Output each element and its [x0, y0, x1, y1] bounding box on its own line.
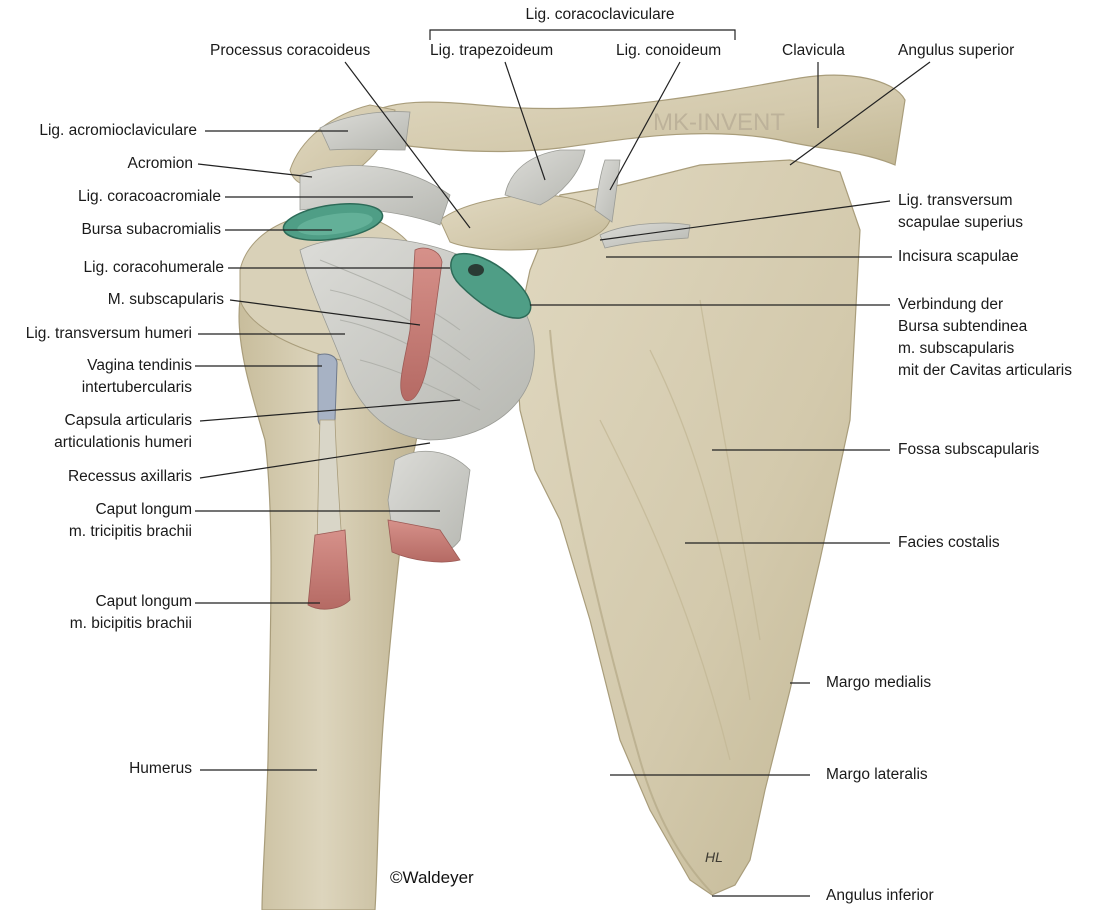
- label-trapezoideum: Lig. trapezoideum: [430, 42, 554, 59]
- leader-recessus: [199, 442, 431, 479]
- label-humerus: Humerus: [129, 760, 192, 777]
- label-angulus-inferior: Angulus inferior: [826, 887, 934, 904]
- label-clavicula: Clavicula: [782, 42, 845, 59]
- subtendinous-bursa-hole: [468, 264, 484, 276]
- label-coracohumerale: Lig. coracohumerale: [83, 259, 224, 276]
- scapula-shape: [514, 159, 861, 896]
- label-triceps-1: Caput longum: [95, 501, 192, 518]
- label-capsula-2: articulationis humeri: [54, 434, 192, 451]
- leader-subscapularis: [229, 299, 421, 326]
- label-subscapularis: M. subscapularis: [107, 291, 224, 308]
- leader-trapezoideum: [504, 61, 546, 181]
- label-coracoclaviculare: Lig. coracoclaviculare: [525, 6, 675, 23]
- clavicle-shape: [358, 74, 906, 166]
- triceps-muscle-stump: [387, 519, 461, 563]
- conoid-ligament: [594, 159, 621, 223]
- label-vagina-2: intertubercularis: [81, 379, 192, 396]
- label-verbindung-3: m. subscapularis: [898, 340, 1015, 357]
- label-margo-lateralis: Margo lateralis: [826, 766, 928, 783]
- label-verbindung-1: Verbindung der: [898, 296, 1004, 313]
- label-capsula-1: Capsula articularis: [64, 412, 193, 429]
- label-bursa-subacromialis: Bursa subacromialis: [81, 221, 221, 238]
- label-transv-scapulae-2: scapulae superius: [898, 214, 1023, 231]
- subscapularis-muscle: [400, 247, 443, 402]
- label-verbindung-2: Bursa subtendinea: [898, 318, 1028, 335]
- leader-transv-scapulae: [599, 200, 891, 241]
- scapula-fossa-lines: [599, 299, 761, 761]
- label-conoideum: Lig. conoideum: [616, 42, 722, 59]
- biceps-sheath: [317, 353, 338, 429]
- leader-acromion: [197, 163, 313, 178]
- leader-processus-coracoideus: [344, 61, 471, 229]
- leader-lines: [195, 29, 931, 897]
- leader-conoideum: [609, 61, 681, 191]
- label-transversum-humeri: Lig. transversum humeri: [25, 325, 192, 342]
- label-triceps-2: m. tricipitis brachii: [68, 523, 192, 540]
- scapula-lateral-ridge: [549, 329, 713, 894]
- label-biceps-2: m. bicipitis brachii: [69, 615, 192, 632]
- label-margo-medialis: Margo medialis: [826, 674, 932, 691]
- capsule-fibers: [319, 259, 481, 411]
- leader-capsula: [199, 399, 461, 422]
- leader-angulus-superior: [789, 61, 931, 166]
- watermark: MK-INVENT: [653, 109, 785, 136]
- label-vagina-1: Vagina tendinis: [87, 357, 192, 374]
- label-processus-coracoideus: Processus coracoideus: [210, 42, 371, 59]
- label-incisura: Incisura scapulae: [898, 248, 1019, 265]
- label-acromioclaviculare: Lig. acromioclaviculare: [39, 122, 197, 139]
- label-acromion: Acromion: [127, 155, 193, 172]
- label-transv-scapulae-1: Lig. transversum: [898, 192, 1013, 209]
- signature: HL: [705, 849, 723, 865]
- label-facies: Facies costalis: [898, 534, 1000, 551]
- transverse-scapular-ligament: [599, 222, 691, 249]
- label-angulus-superior: Angulus superior: [898, 42, 1015, 59]
- label-recessus: Recessus axillaris: [67, 468, 192, 485]
- copyright: ©Waldeyer: [390, 868, 474, 887]
- biceps-muscle-stump: [307, 529, 351, 610]
- bracket-coracoclaviculare: [429, 29, 736, 40]
- label-fossa: Fossa subscapularis: [898, 441, 1040, 458]
- label-biceps-1: Caput longum: [95, 593, 192, 610]
- label-verbindung-4: mit der Cavitas articularis: [898, 362, 1072, 379]
- trapezoid-ligament: [504, 149, 586, 206]
- label-coracoacromiale: Lig. coracoacromiale: [77, 188, 221, 205]
- acromioclavicular-ligament: [319, 111, 411, 151]
